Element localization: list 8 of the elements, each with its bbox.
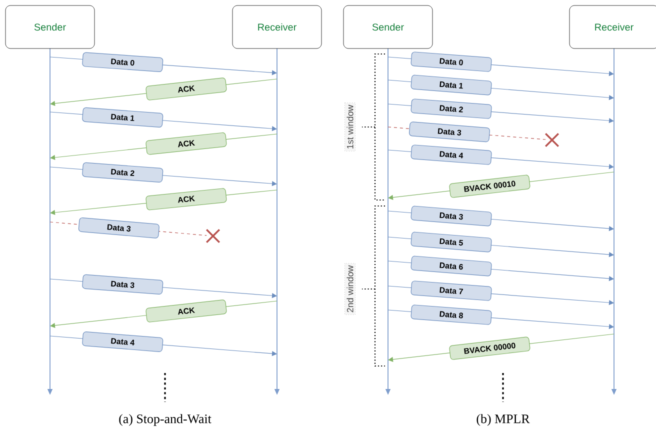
caption: (a) Stop-and-Wait	[119, 414, 212, 426]
loss-mark	[206, 228, 220, 244]
caption: (b) MPLR	[476, 414, 530, 426]
actor-box: Receiver	[232, 5, 322, 49]
actor-box: Receiver	[569, 5, 656, 49]
actor-box: Sender	[343, 5, 433, 49]
loss-mark	[544, 132, 560, 148]
actor-box: Sender	[5, 5, 95, 49]
